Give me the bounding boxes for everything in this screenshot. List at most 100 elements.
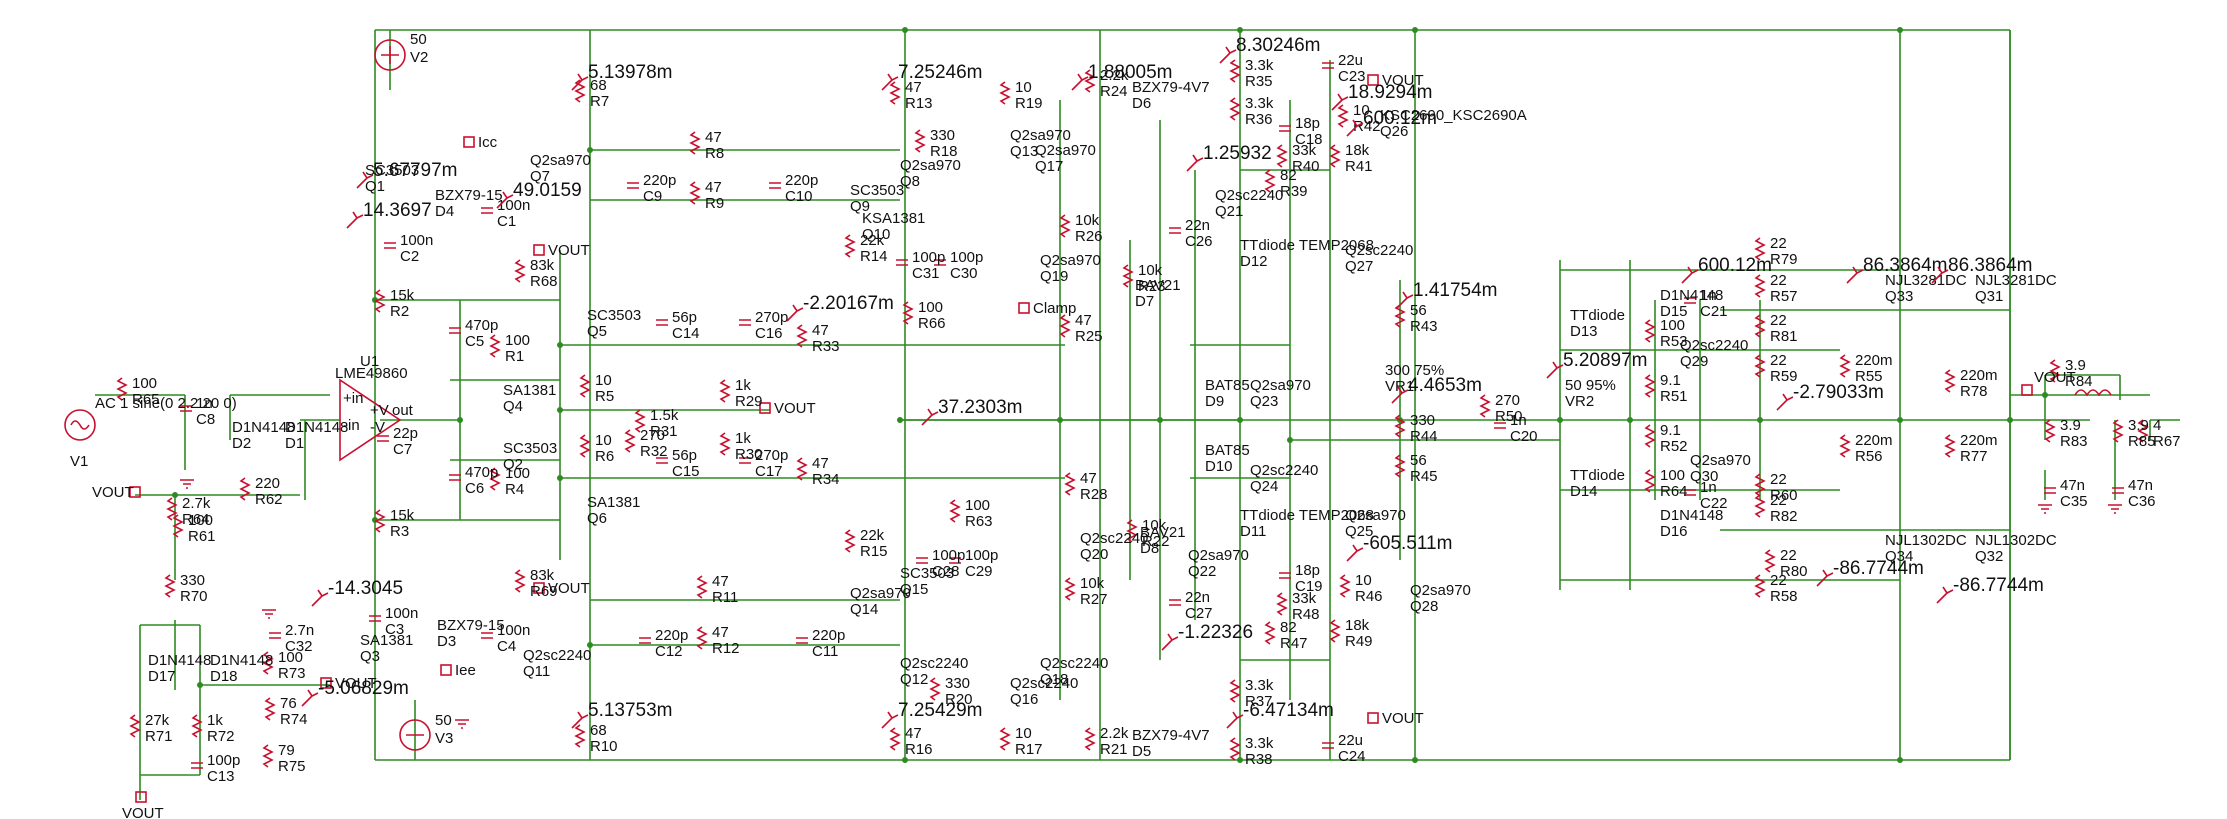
source-v1[interactable]: V1 AC 1 sine(0 2.2 20 0) xyxy=(64,395,237,470)
voltage-probe[interactable]: -86.7744m xyxy=(1936,575,2044,604)
voltage-probe[interactable]: 600.12m xyxy=(1681,255,1772,284)
voltage-probe[interactable]: -14.3045 xyxy=(311,578,403,607)
voltage-probe[interactable]: -86.7744m xyxy=(1816,558,1924,587)
voltage-probe[interactable]: -605.511m xyxy=(1346,533,1452,562)
voltage-probe[interactable]: 5.13753m xyxy=(571,700,673,729)
voltage-probe[interactable]: -6.47134m xyxy=(1226,700,1334,729)
source-v2[interactable]: 50 V2 xyxy=(374,31,428,71)
inductor-l1[interactable] xyxy=(2074,389,2112,397)
voltage-probe[interactable]: 1.41754m xyxy=(1396,280,1498,309)
voltage-probe[interactable]: 7.25429m xyxy=(881,700,983,729)
voltage-probe[interactable]: 86.3864m xyxy=(1931,255,2033,284)
component-vr2[interactable]: 50 95%VR2 xyxy=(1565,377,1616,410)
voltage-probe[interactable]: 1.88005m xyxy=(1071,62,1173,91)
voltage-probe[interactable]: -2.79033m xyxy=(1776,382,1884,411)
voltage-probe[interactable]: 1.25932 xyxy=(1186,143,1272,172)
voltage-probe[interactable]: 18.9294m xyxy=(1331,82,1433,111)
opamp-u1[interactable]: U1 LME49860 +in -in +V -V out xyxy=(335,353,414,462)
voltage-probe[interactable]: 5.67797m xyxy=(356,160,458,189)
